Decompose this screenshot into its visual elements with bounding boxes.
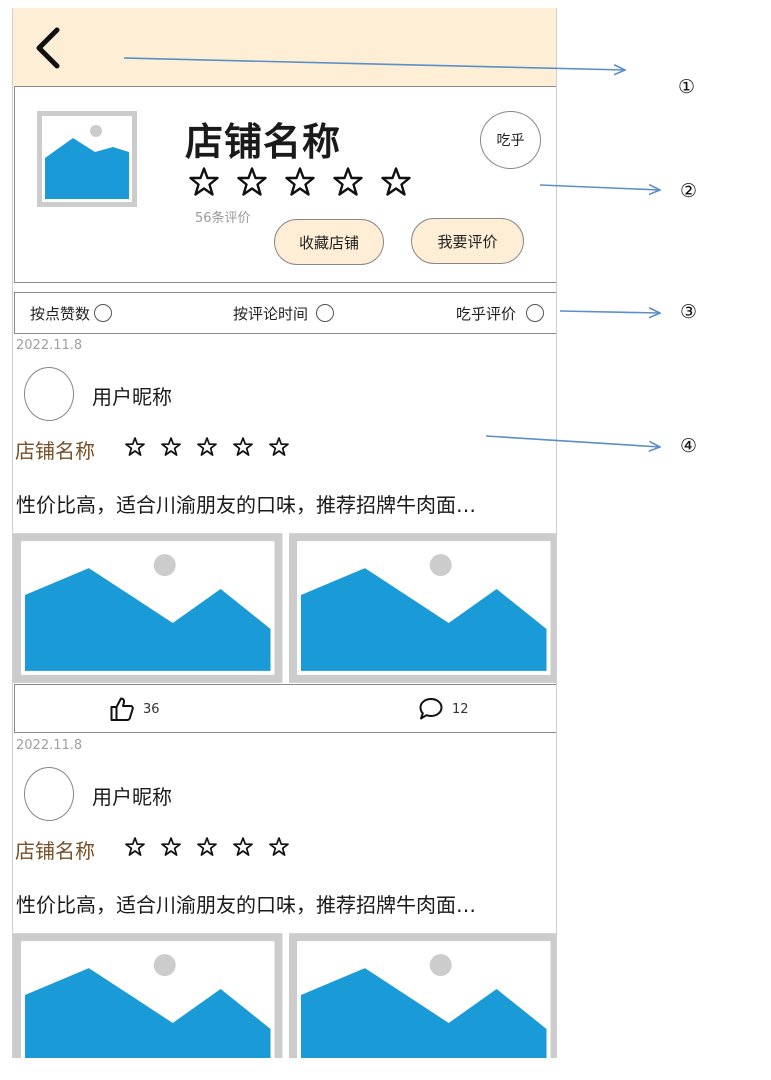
- review-text[interactable]: 性价比高，适合川渝朋友的口味，推荐招牌牛肉面…: [16, 893, 476, 917]
- image-placeholder-icon[interactable]: [288, 533, 558, 683]
- phone-screen: 店铺名称 吃乎 56条评价 收藏店铺 我要评价 按点赞数 按评论时间 吃乎评价 …: [12, 8, 557, 1058]
- shop-image-placeholder: [37, 111, 137, 211]
- review-date: 2022.11.8: [16, 338, 83, 353]
- write-review-button[interactable]: 我要评价: [411, 218, 524, 264]
- image-placeholder-icon[interactable]: [288, 933, 558, 1058]
- sort-by-time-label: 按评论时间: [233, 304, 309, 323]
- review-text[interactable]: 性价比高，适合川渝朋友的口味，推荐招牌牛肉面…: [16, 493, 476, 517]
- annotation-number: ②: [680, 180, 698, 202]
- radio-button[interactable]: [316, 304, 335, 322]
- star-outline-icon: [233, 837, 253, 856]
- sort-by-chihu-label: 吃乎评价: [456, 304, 517, 323]
- star-outline-icon: [189, 167, 219, 196]
- speech-bubble-icon: [419, 698, 443, 720]
- review-photos: [13, 533, 558, 683]
- comment-count: 12: [452, 701, 469, 717]
- like-count: 36: [143, 701, 160, 717]
- radio-button[interactable]: [94, 304, 113, 322]
- shop-rating-stars: [189, 167, 411, 196]
- review-rating-stars: [125, 837, 289, 856]
- chihu-badge[interactable]: 吃乎: [480, 111, 541, 169]
- chevron-left-icon: [36, 27, 60, 69]
- star-outline-icon: [381, 167, 411, 196]
- review-card: 2022.11.8 用户昵称 店铺名称 性价比高，适合川渝朋友的口味，推荐招牌牛…: [13, 336, 558, 736]
- star-outline-icon: [269, 837, 289, 856]
- annotation-arrow: [539, 185, 660, 190]
- radio-button[interactable]: [526, 304, 545, 322]
- favorite-shop-button[interactable]: 收藏店铺: [274, 219, 384, 265]
- user-nickname[interactable]: 用户昵称: [92, 785, 172, 809]
- sort-bar: 按点赞数 按评论时间 吃乎评价: [14, 292, 556, 334]
- image-placeholder-icon: [37, 111, 137, 207]
- star-outline-icon: [161, 837, 181, 856]
- review-actions: 36 12: [14, 684, 556, 733]
- image-placeholder-icon[interactable]: [13, 533, 283, 683]
- review-count: 56条评价: [195, 211, 251, 226]
- like-button[interactable]: 36: [109, 696, 160, 722]
- review-date: 2022.11.8: [16, 738, 83, 753]
- review-rating-stars: [125, 437, 289, 456]
- avatar[interactable]: [24, 367, 74, 421]
- annotation-number: ①: [678, 76, 696, 98]
- shop-info-card: 店铺名称 吃乎 56条评价 收藏店铺 我要评价: [14, 86, 556, 283]
- star-outline-icon: [125, 437, 145, 456]
- annotation-number: ③: [680, 301, 698, 323]
- review-photos: [13, 933, 558, 1058]
- sort-by-chihu[interactable]: 吃乎评价: [456, 293, 545, 333]
- sort-by-likes-label: 按点赞数: [30, 304, 91, 323]
- star-outline-icon: [333, 167, 363, 196]
- star-outline-icon: [197, 437, 217, 456]
- thumbs-up-icon: [110, 697, 134, 721]
- back-button[interactable]: [31, 26, 71, 70]
- comment-button[interactable]: 12: [418, 696, 469, 722]
- annotation-number: ④: [680, 435, 698, 457]
- star-outline-icon: [125, 837, 145, 856]
- star-outline-icon: [233, 437, 253, 456]
- star-outline-icon: [197, 837, 217, 856]
- review-shop-name[interactable]: 店铺名称: [15, 439, 95, 463]
- sort-by-time[interactable]: 按评论时间: [233, 293, 335, 333]
- star-outline-icon: [237, 167, 267, 196]
- review-card: 2022.11.8 用户昵称 店铺名称 性价比高，适合川渝朋友的口味，推荐招牌牛…: [13, 736, 558, 1058]
- review-shop-name[interactable]: 店铺名称: [15, 839, 95, 863]
- star-outline-icon: [285, 167, 315, 196]
- image-placeholder-icon[interactable]: [13, 933, 283, 1058]
- sort-by-likes[interactable]: 按点赞数: [30, 293, 113, 333]
- star-outline-icon: [269, 437, 289, 456]
- avatar[interactable]: [24, 767, 74, 821]
- shop-title: 店铺名称: [185, 120, 342, 164]
- annotation-arrow: [559, 311, 660, 313]
- top-bar: [13, 8, 556, 86]
- star-outline-icon: [161, 437, 181, 456]
- user-nickname[interactable]: 用户昵称: [92, 385, 172, 409]
